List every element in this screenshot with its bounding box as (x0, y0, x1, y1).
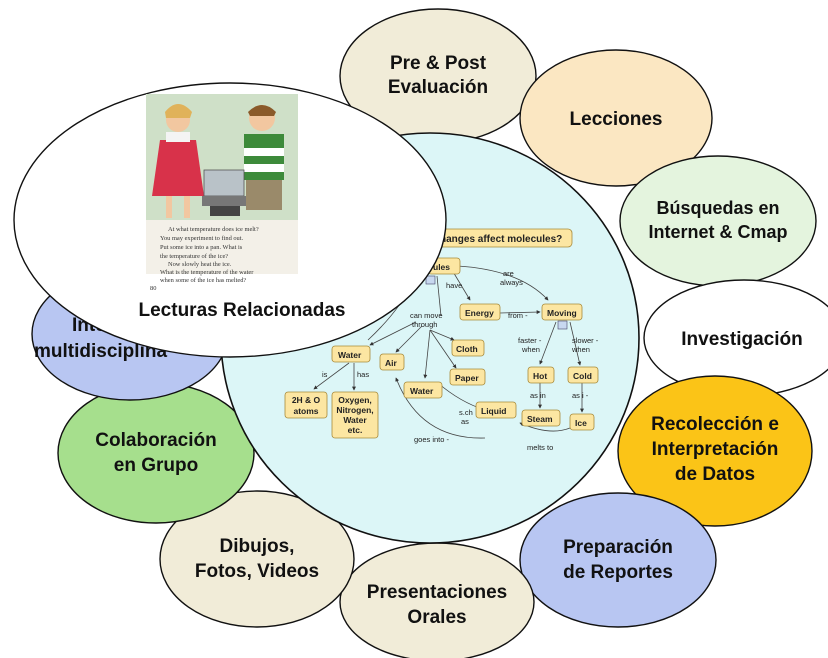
link-phrase: as i - (572, 391, 589, 400)
link-phrase: are (503, 269, 514, 278)
node-label: Paper (455, 373, 479, 383)
bubble-dibujos: Dibujos, Fotos, Videos (159, 490, 355, 628)
link-phrase: as (461, 417, 469, 426)
link-phrase: from - (508, 311, 528, 320)
link-phrase: s.ch (459, 408, 473, 417)
resource-icon (557, 320, 568, 330)
concept-map-links (313, 265, 584, 439)
book-page-number: 80 (150, 285, 156, 292)
link-phrase: faster - (518, 336, 542, 345)
bubble-lecturas: At what temperature does ice melt? You m… (13, 82, 447, 358)
link-phrase: slower - (572, 336, 599, 345)
node-label: Ice (575, 418, 587, 428)
link-phrase: have (446, 281, 462, 290)
bubble-text-line: Colaboración (95, 430, 216, 451)
bubble-text-line: Pre & Post (390, 53, 487, 74)
node-water-1: Water (331, 345, 371, 363)
bubble-text-line: Internet & Cmap (648, 222, 787, 242)
bubble-text-line: Búsquedas en (656, 198, 779, 218)
node-oxygen-nitrogen: Oxygen, Nitrogen, Water etc. (331, 391, 379, 439)
bubble-text-line: Fotos, Videos (195, 561, 319, 582)
book-page-image: At what temperature does ice melt? You m… (146, 94, 298, 292)
link-phrase: through (412, 320, 437, 329)
node-moving: Moving (541, 303, 583, 330)
node-cloth: Cloth (451, 339, 485, 357)
bubble-recoleccion: Recolección e Interpretación de Datos (617, 375, 813, 527)
node-h2o-atoms: 2H & O atoms (284, 391, 328, 419)
book-text-line: At what temperature does ice melt? (168, 226, 259, 233)
book-text-line: Now slowly heat the ice. (168, 261, 232, 268)
node-label: Water (338, 350, 362, 360)
node-label: Water (343, 415, 367, 425)
node-label: ules (433, 262, 450, 272)
book-text-line: You may experiment to find out. (160, 235, 244, 242)
bubble-colaboracion: Colaboración en Grupo (57, 382, 255, 524)
node-label: Nitrogen, (336, 405, 373, 415)
bubble-text-line: Preparación (563, 537, 673, 558)
bubble-text-line: Lecciones (570, 109, 663, 130)
node-energy: Energy (459, 303, 501, 321)
book-text-line: What is the temperature of the water (160, 269, 254, 276)
node-label: Cloth (456, 344, 478, 354)
girl-illustration (152, 104, 204, 218)
concept-map: hanges affect molecules? ules Energy Mov… (284, 228, 599, 452)
node-water-2: Water (403, 381, 443, 399)
node-paper: Paper (449, 368, 486, 386)
bubble-lecciones: Lecciones (519, 49, 713, 187)
bubble-text-line: multidisciplina (34, 341, 167, 362)
bubble-text-line: de Datos (675, 464, 755, 485)
link-phrase: melts to (527, 443, 553, 452)
node-air: Air (379, 353, 405, 371)
bubble-text-line: Dibujos, (220, 536, 295, 557)
node-label: atoms (293, 406, 318, 416)
focus-question-text: hanges affect molecules? (440, 234, 562, 245)
node-cold: Cold (567, 366, 599, 384)
link-phrase: as in (530, 391, 546, 400)
bubble-text-line: Lecturas Relacionadas (139, 300, 346, 321)
node-label: Cold (573, 371, 592, 381)
node-hot: Hot (527, 366, 555, 384)
bubble-busquedas: Búsquedas en Internet & Cmap (619, 155, 817, 287)
bubble-presentaciones: Presentaciones Orales (339, 542, 535, 658)
book-text-line: Put some ice into a pan. What is (160, 244, 243, 251)
bubble-text-line: Interpretación (652, 439, 779, 460)
node-label: Moving (547, 308, 577, 318)
bubble-text-line: Investigación (681, 329, 802, 350)
link-phrase: when (571, 345, 590, 354)
bubble-text-line: Evaluación (388, 77, 488, 98)
book-page-text: At what temperature does ice melt? You m… (150, 226, 259, 292)
boy-illustration (244, 105, 284, 210)
bubble-text-line: de Reportes (563, 562, 673, 583)
node-label: Air (385, 358, 398, 368)
link-phrase: is (322, 370, 328, 379)
node-liquid: Liquid (475, 401, 517, 419)
link-phrase: goes into - (414, 435, 450, 444)
focus-question: hanges affect molecules? (433, 228, 573, 248)
link-phrase: has (357, 370, 369, 379)
book-text-line: when some of the ice has melted? (160, 277, 246, 284)
link-phrase: always (500, 278, 523, 287)
resource-icon (425, 275, 436, 285)
node-label: Steam (527, 414, 553, 424)
bubble-text-line: en Grupo (114, 455, 198, 476)
node-ice: Ice (569, 413, 595, 431)
pan-illustration (202, 169, 246, 216)
node-label: Energy (465, 308, 494, 318)
node-label: Water (410, 386, 434, 396)
bubble-text-line: Recolección e (651, 414, 779, 435)
bubble-pre-post-evaluacion: Pre & Post Evaluación (339, 8, 537, 144)
node-label: Oxygen, (338, 395, 372, 405)
link-phrase: can move (410, 311, 443, 320)
book-text-line: the temperature of the ice? (160, 253, 228, 260)
node-label: etc. (348, 425, 363, 435)
link-phrase: when (521, 345, 540, 354)
node-label: Hot (533, 371, 547, 381)
node-label: Liquid (481, 406, 507, 416)
bubble-text-line: Orales (407, 607, 466, 628)
node-steam: Steam (521, 409, 561, 427)
bubble-text-line: Presentaciones (367, 582, 507, 603)
node-label: 2H & O (292, 395, 321, 405)
bubble-preparacion: Preparación de Reportes (519, 492, 717, 628)
